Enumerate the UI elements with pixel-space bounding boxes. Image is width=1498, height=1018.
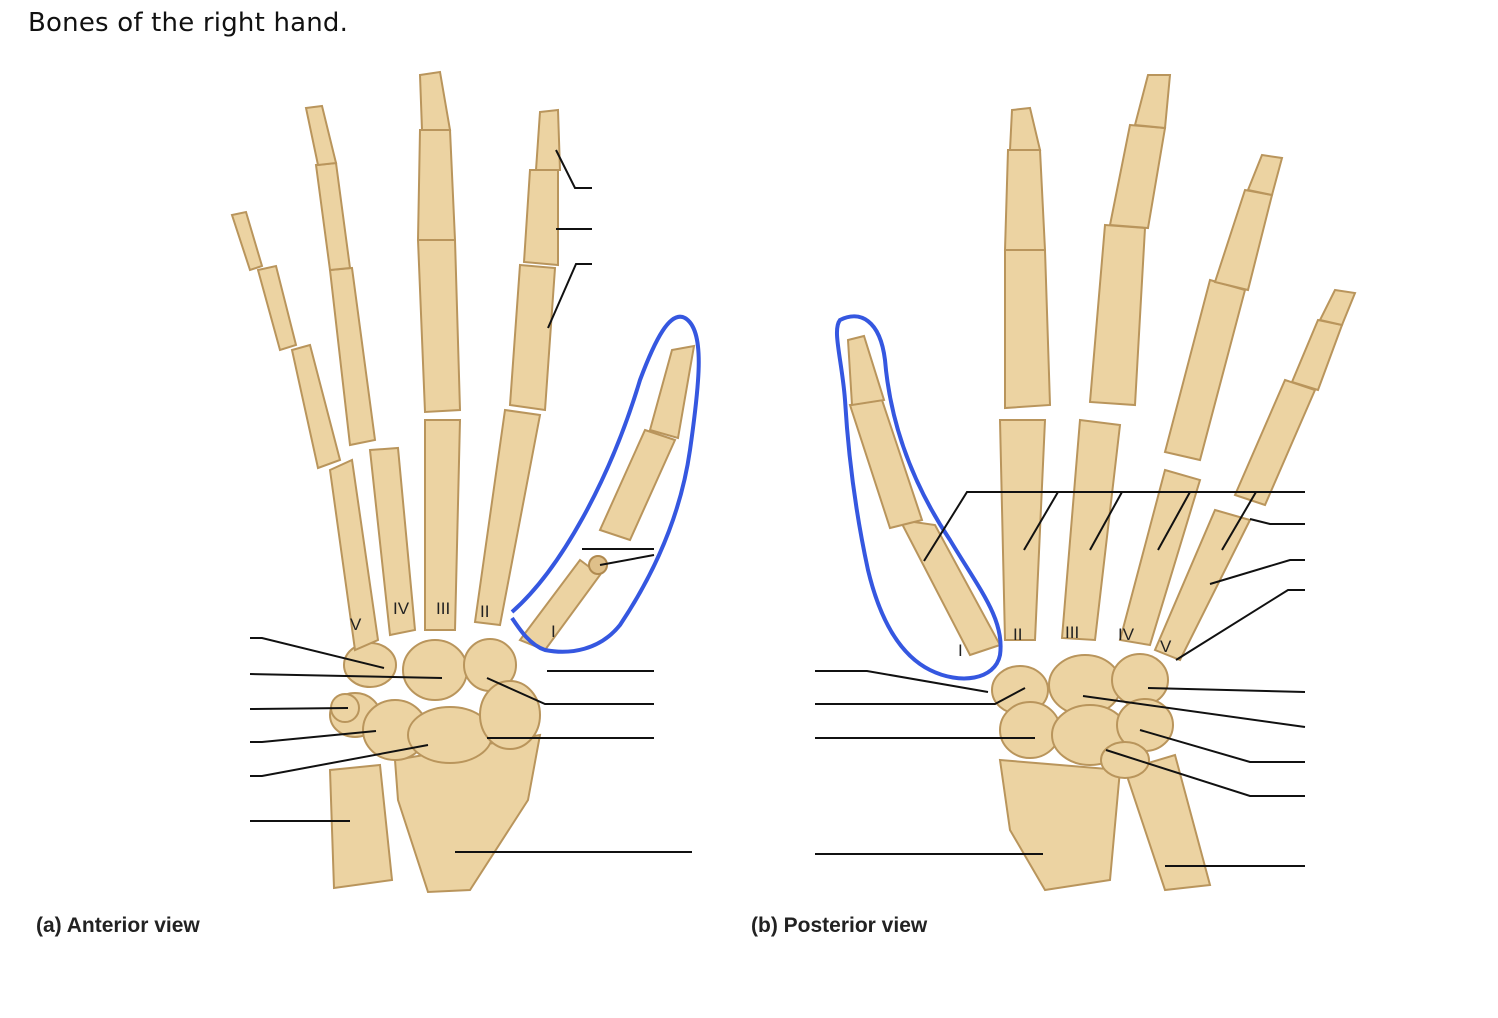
posterior-numeral-v: V (1160, 637, 1172, 656)
posterior-finger-ii (1003, 106, 1052, 410)
anterior-hand: V IV III II I (230, 70, 701, 894)
anterior-radius (393, 733, 542, 894)
posterior-hand: I II III IV V (815, 74, 1357, 892)
anterior-leader-lines (249, 149, 692, 853)
posterior-finger-iv (1163, 153, 1284, 462)
anterior-numeral-v: V (350, 615, 362, 634)
posterior-radius (998, 758, 1122, 892)
anterior-ulna (328, 763, 394, 890)
anterior-finger-v (230, 210, 342, 470)
posterior-thumb-highlight (834, 314, 1003, 681)
anterior-finger-iii (416, 70, 462, 414)
posterior-leader-lines (815, 491, 1306, 867)
posterior-ulna (1123, 753, 1212, 892)
posterior-finger-iii (1088, 74, 1172, 407)
anterior-view-caption: (a) Anterior view (36, 914, 200, 937)
anterior-numeral-i: I (551, 622, 556, 641)
anterior-numeral-ii: II (480, 602, 489, 621)
page-title: Bones of the right hand. (28, 8, 349, 38)
posterior-view-caption: (b) Posterior view (751, 914, 928, 937)
posterior-carpals (991, 653, 1174, 779)
posterior-numeral-iii: III (1065, 623, 1079, 642)
anterior-thumb (588, 344, 696, 575)
anterior-thumb-highlight (510, 314, 701, 654)
posterior-thumb (846, 334, 924, 530)
posterior-numeral-i: I (958, 641, 963, 660)
anterior-numeral-iv: IV (393, 599, 410, 618)
anterior-finger-ii (508, 108, 562, 412)
anterior-carpals (329, 638, 541, 764)
posterior-numeral-ii: II (1013, 625, 1022, 644)
anterior-metacarpals (328, 408, 602, 652)
posterior-finger-v (1233, 288, 1357, 507)
anterior-numeral-iii: III (436, 599, 450, 618)
posterior-numeral-iv: IV (1118, 625, 1135, 644)
posterior-metacarpals (898, 418, 1252, 662)
anterior-finger-iv (304, 104, 377, 447)
